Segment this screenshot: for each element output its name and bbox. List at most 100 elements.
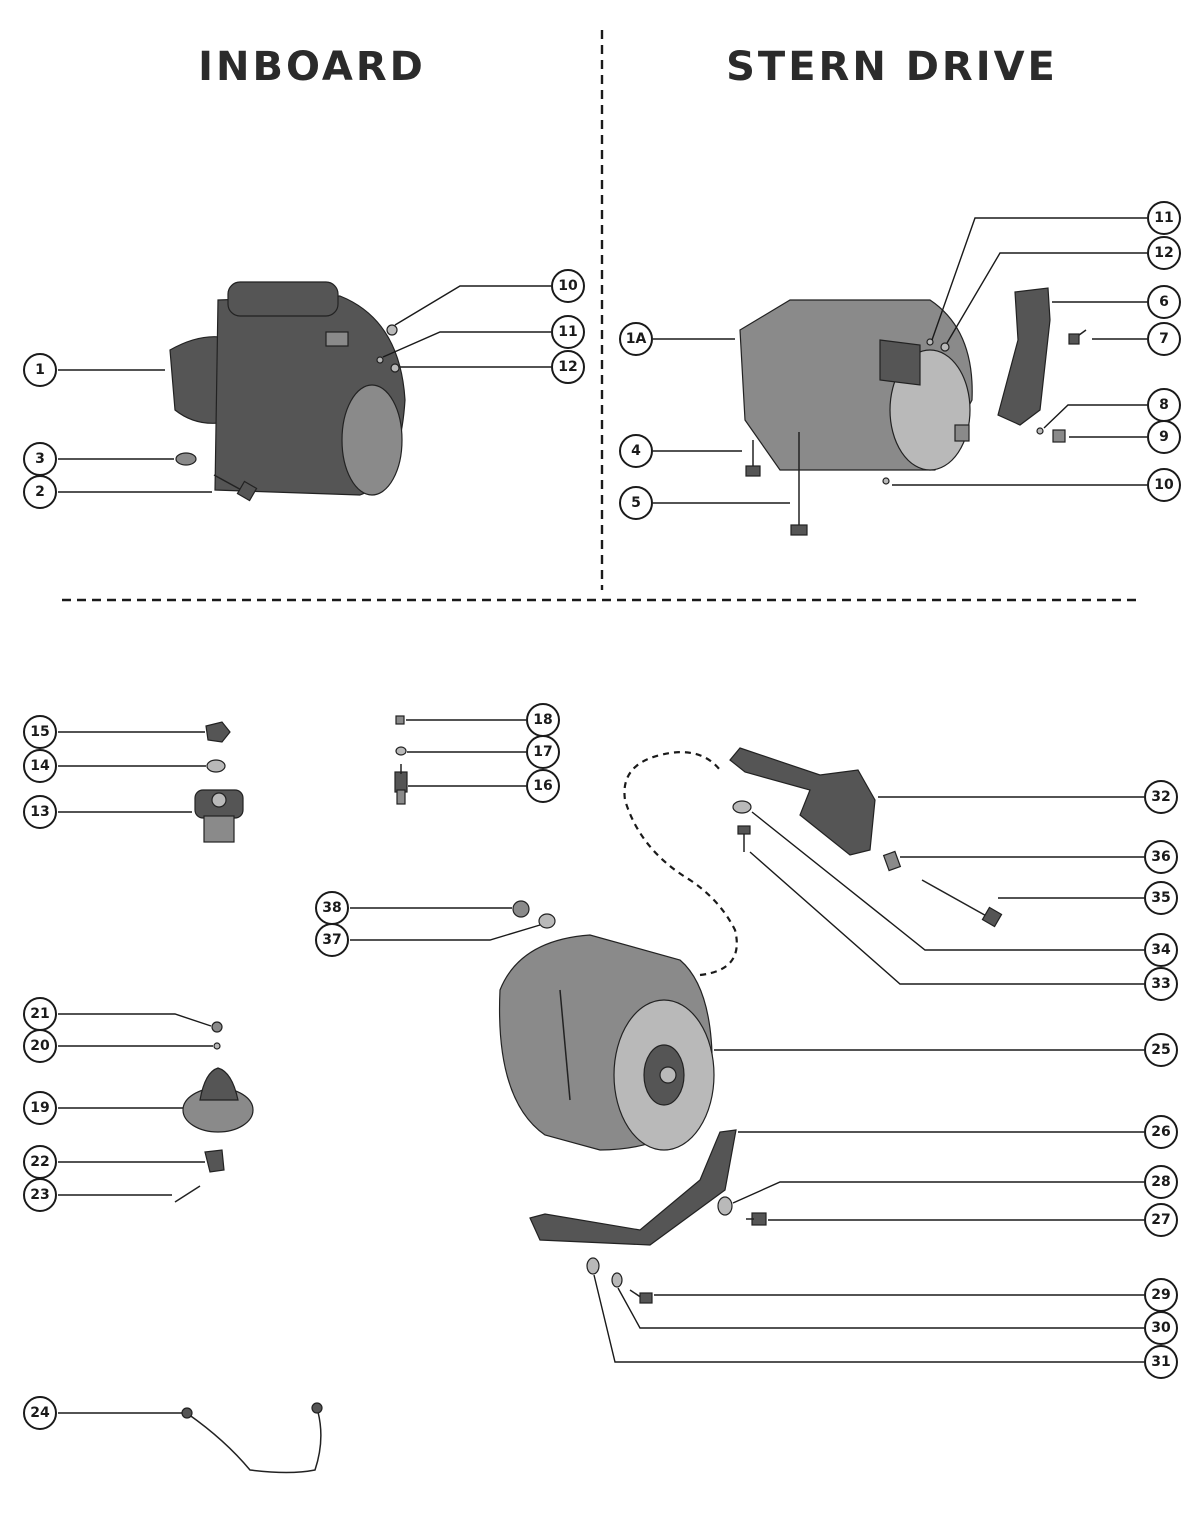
- callout-11a: 11: [551, 315, 585, 349]
- stern-small-parts: [882, 329, 1087, 485]
- svg-text:23: 23: [30, 1187, 49, 1203]
- callout-1A: 1A: [619, 322, 653, 356]
- svg-text:20: 20: [30, 1038, 50, 1054]
- callout-36: 36: [1144, 840, 1178, 874]
- svg-text:1A: 1A: [626, 331, 647, 347]
- part-13-switch: [194, 789, 244, 843]
- svg-text:3: 3: [35, 451, 45, 467]
- leader-28: [732, 1181, 1144, 1204]
- svg-text:12: 12: [1154, 245, 1173, 261]
- svg-text:1: 1: [35, 362, 45, 378]
- leader-30: [617, 1287, 1144, 1329]
- svg-text:32: 32: [1151, 789, 1170, 805]
- svg-text:26: 26: [1151, 1124, 1170, 1140]
- svg-text:18: 18: [533, 712, 552, 728]
- callout-35: 35: [1144, 881, 1178, 915]
- callout-26: 26: [1144, 1115, 1178, 1149]
- callout-21: 21: [23, 997, 57, 1031]
- svg-text:21: 21: [30, 1006, 49, 1022]
- leader-11b: [931, 217, 1147, 341]
- inboard-starter-motor: [169, 281, 406, 496]
- callout-13: 13: [23, 795, 57, 829]
- part-17-washer: [395, 746, 407, 756]
- svg-text:8: 8: [1159, 397, 1169, 413]
- part-37-washer: [538, 913, 556, 929]
- callout-24: 24: [23, 1396, 57, 1430]
- svg-text:27: 27: [1151, 1212, 1170, 1228]
- callout-33: 33: [1144, 967, 1178, 1001]
- part-21-nut: [211, 1021, 223, 1033]
- part-23-fitting: [174, 1185, 201, 1203]
- part-15-nut: [205, 721, 231, 743]
- callout-19: 19: [23, 1091, 57, 1125]
- callout-30: 30: [1144, 1311, 1178, 1345]
- svg-text:36: 36: [1151, 849, 1170, 865]
- svg-text:30: 30: [1151, 1320, 1171, 1336]
- svg-text:11: 11: [558, 324, 577, 340]
- svg-text:12: 12: [558, 359, 577, 375]
- part-22-elbow: [204, 1149, 225, 1173]
- part-33-bolt: [737, 825, 751, 852]
- callout-9: 9: [1147, 420, 1181, 454]
- svg-text:22: 22: [30, 1154, 49, 1170]
- part-34-washer: [732, 800, 752, 814]
- leader-37: [350, 924, 541, 941]
- svg-text:7: 7: [1159, 331, 1169, 347]
- svg-text:34: 34: [1151, 942, 1171, 958]
- svg-text:10: 10: [558, 278, 578, 294]
- callout-37: 37: [315, 923, 349, 957]
- callout-3: 3: [23, 442, 57, 476]
- dashed-wire: [623, 751, 738, 977]
- callout-14: 14: [23, 749, 57, 783]
- svg-text:15: 15: [30, 724, 49, 740]
- callout-28: 28: [1144, 1165, 1178, 1199]
- callout-12b: 12: [1147, 236, 1181, 270]
- part-26-brace: [529, 1129, 737, 1246]
- part-16-sender: [394, 764, 408, 805]
- callout-12a: 12: [551, 350, 585, 384]
- leader-31: [593, 1274, 1144, 1363]
- callout-17: 17: [526, 735, 560, 769]
- heading-inboard: INBOARD: [198, 44, 426, 90]
- svg-text:17: 17: [533, 744, 552, 760]
- svg-text:10: 10: [1154, 477, 1174, 493]
- callout-32: 32: [1144, 780, 1178, 814]
- part-35-bolt: [921, 879, 1003, 928]
- part-20-washer: [213, 1042, 221, 1050]
- part-24-cable: [181, 1402, 323, 1474]
- leader-33: [749, 851, 1144, 985]
- callout-10a: 10: [551, 269, 585, 303]
- svg-text:6: 6: [1159, 294, 1169, 310]
- inboard-washer-3: [175, 452, 197, 466]
- inboard-bolt-2: [213, 474, 258, 502]
- callout-5: 5: [619, 486, 653, 520]
- leader-10a: [394, 285, 551, 326]
- svg-text:29: 29: [1151, 1287, 1170, 1303]
- part-27-bolt: [746, 1212, 767, 1226]
- stern-bolt-5: [790, 432, 808, 536]
- svg-text:31: 31: [1151, 1354, 1170, 1370]
- part-19-housing: [182, 1067, 254, 1133]
- part-36-spacer: [882, 850, 902, 872]
- part-14-washer: [206, 759, 226, 773]
- callout-10b: 10: [1147, 468, 1181, 502]
- inboard-small-nuts: [376, 324, 400, 373]
- callout-15: 15: [23, 715, 57, 749]
- part-30-washer: [611, 1272, 623, 1288]
- leader-8: [1043, 404, 1147, 429]
- svg-text:9: 9: [1159, 429, 1169, 445]
- svg-text:13: 13: [30, 804, 49, 820]
- stern-bolt-4: [745, 440, 761, 477]
- part-29-bolt: [629, 1289, 653, 1304]
- stern-starter-motor: [739, 299, 973, 471]
- svg-text:16: 16: [533, 778, 552, 794]
- svg-text:24: 24: [30, 1405, 50, 1421]
- callout-4: 4: [619, 434, 653, 468]
- callout-1: 1: [23, 353, 57, 387]
- part-31-washer: [586, 1257, 600, 1275]
- svg-text:19: 19: [30, 1100, 49, 1116]
- svg-text:14: 14: [30, 758, 50, 774]
- callout-11b: 11: [1147, 201, 1181, 235]
- leader-34: [751, 811, 1144, 951]
